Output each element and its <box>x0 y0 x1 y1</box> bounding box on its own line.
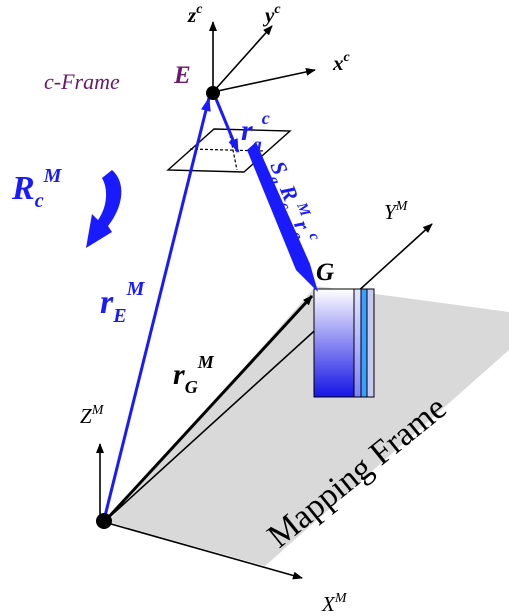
x-m-axis <box>103 521 303 580</box>
vector-r-g-c <box>212 93 240 153</box>
point-g-label: G <box>316 259 334 286</box>
vector-r-g-m <box>104 294 314 522</box>
x-m-label: XM <box>321 591 348 616</box>
y-m-axis <box>103 223 433 523</box>
rotation-arrow <box>86 170 122 248</box>
y-c-label: yc <box>262 2 281 27</box>
r-c-m-label: RcM <box>11 165 63 212</box>
c-frame-label: c-Frame <box>44 69 120 94</box>
z-m-label: ZM <box>80 403 105 428</box>
x-c-label: xc <box>332 50 351 75</box>
point-e-label: E <box>173 62 191 89</box>
object-g-side <box>353 288 362 398</box>
z-c-label: zc <box>187 2 203 27</box>
r-e-m-label: rEM <box>100 278 146 327</box>
point-e <box>206 86 220 100</box>
x-c-axis <box>212 67 316 93</box>
vector-r-e-m <box>102 97 211 521</box>
object-g-back <box>366 288 375 398</box>
r-g-c-label: rgc <box>241 108 270 154</box>
object-g-stripe <box>360 288 368 398</box>
object-g-front <box>313 288 355 398</box>
mapping-plane <box>108 286 509 566</box>
r-g-m-label: rGM <box>173 352 215 397</box>
y-m-label: YM <box>384 199 409 224</box>
vector-e-to-g <box>247 142 318 292</box>
y-c-axis <box>212 25 273 93</box>
origin-point <box>96 513 112 529</box>
